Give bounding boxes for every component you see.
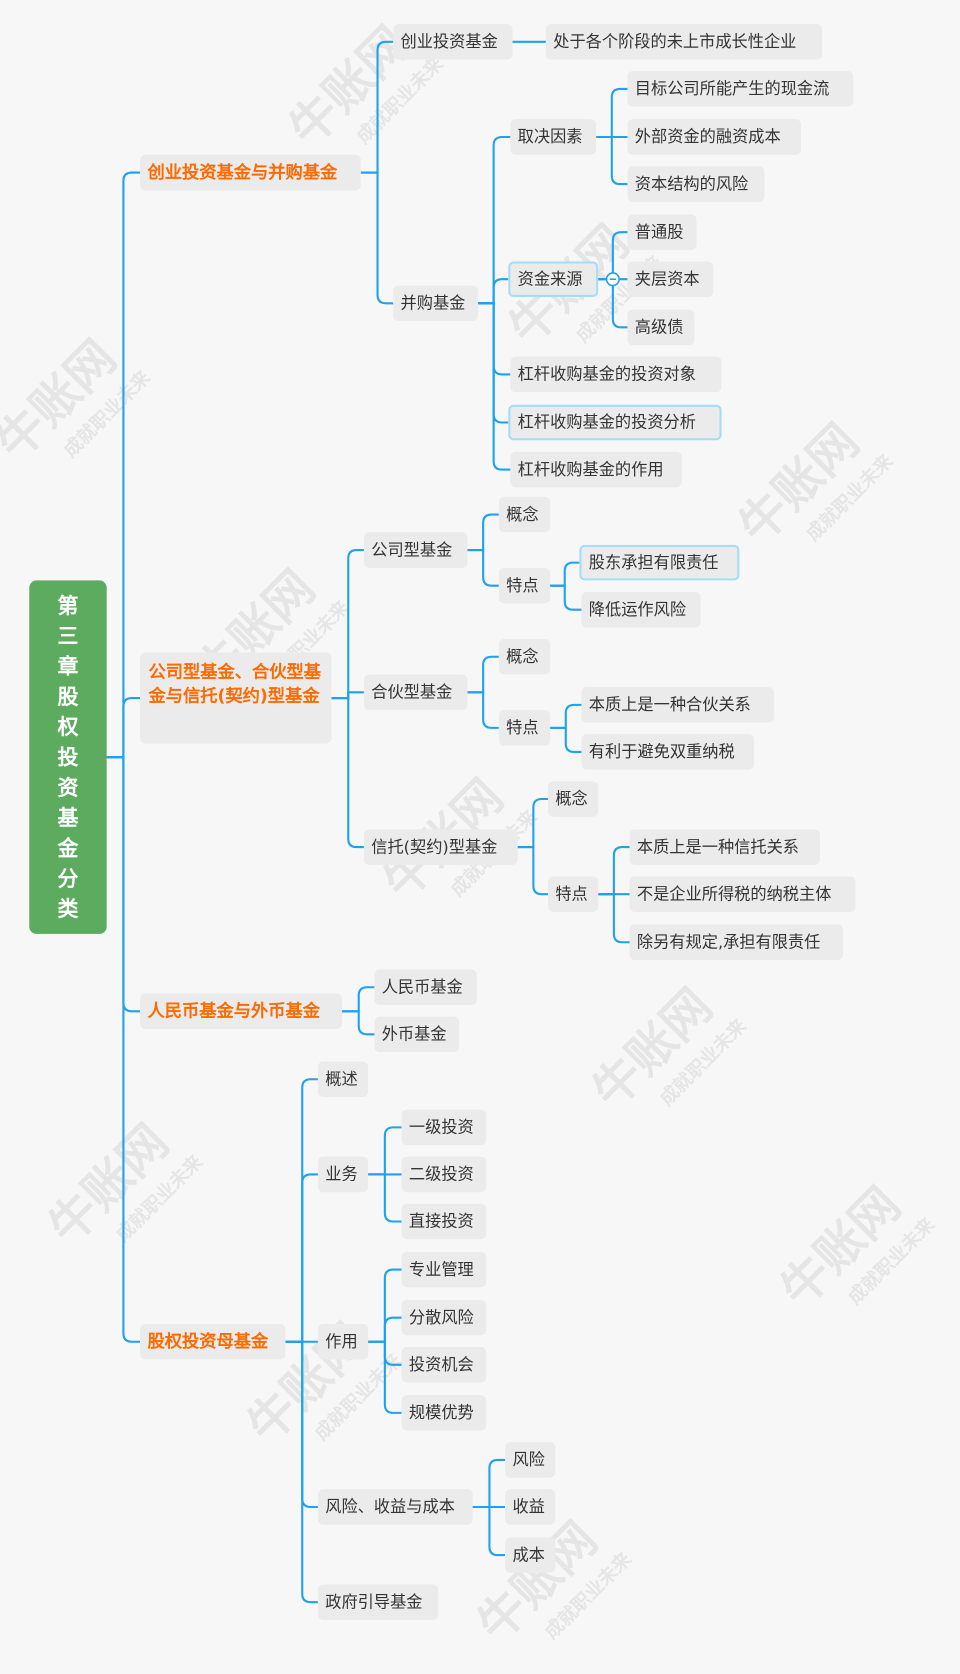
node-government-guided-fund[interactable]: 政府引导基金 <box>317 1584 439 1620</box>
connector-line <box>360 40 394 174</box>
connector-line <box>517 846 548 896</box>
node-capital-structure-risk[interactable]: 资本结构的风险 <box>627 166 765 202</box>
node-direct-investment[interactable]: 直接投资 <box>401 1203 487 1240</box>
node-vc-target[interactable]: 处于各个阶段的未上市成长性企业 <box>545 24 822 60</box>
node-senior-debt[interactable]: 高级债 <box>627 309 695 346</box>
connector-line <box>550 584 582 611</box>
connector-line <box>517 797 548 849</box>
branch-fund-legal-forms[interactable]: 公司型基金、合伙型基金与信托(契约)型基金 <box>140 652 332 744</box>
node-concept[interactable]: 概念 <box>498 638 551 675</box>
root-node[interactable]: 第三章股权投资基金分类 <box>29 580 107 934</box>
connector-line <box>598 893 630 944</box>
connector-line <box>106 697 141 759</box>
node-risk-return-cost[interactable]: 风险、收益与成本 <box>317 1489 473 1525</box>
node-mezzanine[interactable]: 夹层资本 <box>627 261 714 298</box>
node-lbo-role[interactable]: 杠杆收购基金的作用 <box>510 451 682 488</box>
connector-line <box>331 697 364 849</box>
connector-line <box>596 87 628 139</box>
connector-line <box>285 1078 318 1343</box>
node-limited-liability[interactable]: 股东承担有限责任 <box>579 544 740 581</box>
connector-line <box>368 1316 402 1343</box>
node-vc-fund[interactable]: 创业投资基金 <box>393 24 513 60</box>
node-diversify-risk[interactable]: 分散风险 <box>401 1299 487 1336</box>
connector-line <box>596 135 628 186</box>
node-lbo-analysis[interactable]: 杠杆收购基金的投资分析 <box>508 404 722 441</box>
branch-fund-of-funds[interactable]: 股权投资母基金 <box>140 1323 286 1360</box>
node-return[interactable]: 收益 <box>505 1489 556 1525</box>
connector-line <box>106 756 141 1343</box>
node-features[interactable]: 特点 <box>498 710 551 746</box>
connector-line <box>550 703 582 729</box>
connector-line <box>368 1126 402 1176</box>
connector-line <box>467 549 499 587</box>
connector-line <box>550 561 580 587</box>
node-not-taxpayer[interactable]: 不是企业所得税的纳税主体 <box>629 876 856 912</box>
connector-line <box>472 1458 506 1509</box>
node-role[interactable]: 作用 <box>317 1323 369 1360</box>
node-professional-management[interactable]: 专业管理 <box>401 1251 487 1288</box>
node-trust-nature[interactable]: 本质上是一种信托关系 <box>629 829 820 865</box>
node-lbo-targets[interactable]: 杠杆收购基金的投资对象 <box>510 356 722 393</box>
connector-line <box>467 691 499 729</box>
node-features[interactable]: 特点 <box>547 876 599 912</box>
node-primary-investment[interactable]: 一级投资 <box>401 1109 487 1146</box>
connector-line <box>598 846 630 896</box>
node-trust-fund[interactable]: 信托(契约)型基金 <box>363 829 518 865</box>
connector-line <box>285 1340 318 1604</box>
node-investment-opportunity[interactable]: 投资机会 <box>401 1346 487 1383</box>
node-concept[interactable]: 概念 <box>547 781 599 817</box>
connector-line <box>285 1173 318 1343</box>
connector-line <box>368 1173 402 1223</box>
connector-line <box>106 171 141 759</box>
connector-line <box>341 1010 375 1036</box>
node-overview[interactable]: 概述 <box>317 1061 369 1098</box>
connector-line <box>368 1268 402 1343</box>
connector-line <box>467 513 499 552</box>
node-cash-flow[interactable]: 目标公司所能产生的现金流 <box>627 71 854 107</box>
connector-line <box>477 302 511 471</box>
node-funding-sources[interactable]: 资金来源 <box>508 261 599 298</box>
node-ma-fund[interactable]: 并购基金 <box>393 285 478 322</box>
node-concept[interactable]: 概念 <box>498 496 551 533</box>
node-common-stock[interactable]: 普通股 <box>627 214 697 250</box>
node-cost[interactable]: 成本 <box>505 1537 556 1573</box>
node-scale-advantage[interactable]: 规模优势 <box>401 1395 487 1431</box>
node-financing-cost[interactable]: 外部资金的融资成本 <box>627 119 802 155</box>
node-limited-liability-unless[interactable]: 除另有规定,承担有限责任 <box>629 924 843 961</box>
connector-line <box>341 986 375 1013</box>
node-determinants[interactable]: 取决因素 <box>510 119 597 155</box>
node-partnership-nature[interactable]: 本质上是一种合伙关系 <box>581 687 774 723</box>
connector-line <box>598 231 628 281</box>
connector-line <box>331 549 364 700</box>
node-partnership-fund[interactable]: 合伙型基金 <box>363 674 468 711</box>
connector-lines <box>106 40 630 1604</box>
connector-line <box>598 278 628 329</box>
connector-line <box>467 655 499 694</box>
branch-vc-and-ma-funds[interactable]: 创业投资基金与并购基金 <box>140 154 361 191</box>
branch-rmb-and-fx-funds[interactable]: 人民币基金与外币基金 <box>140 993 342 1030</box>
connector-line <box>477 278 509 305</box>
connector-line <box>550 726 582 753</box>
connector-line <box>368 1340 402 1414</box>
node-corporate-fund[interactable]: 公司型基金 <box>363 532 468 568</box>
node-business[interactable]: 业务 <box>317 1156 369 1193</box>
connector-line <box>360 171 394 305</box>
node-lower-risk[interactable]: 降低运作风险 <box>581 591 701 628</box>
node-avoid-double-tax[interactable]: 有利于避免双重纳税 <box>581 734 755 770</box>
node-features[interactable]: 特点 <box>498 567 551 604</box>
connector-line <box>472 1505 506 1557</box>
node-secondary-investment[interactable]: 二级投资 <box>401 1156 487 1193</box>
node-rmb-fund[interactable]: 人民币基金 <box>374 969 477 1006</box>
node-fx-fund[interactable]: 外币基金 <box>374 1016 460 1053</box>
connector-line <box>477 135 511 305</box>
node-risk[interactable]: 风险 <box>505 1442 556 1478</box>
